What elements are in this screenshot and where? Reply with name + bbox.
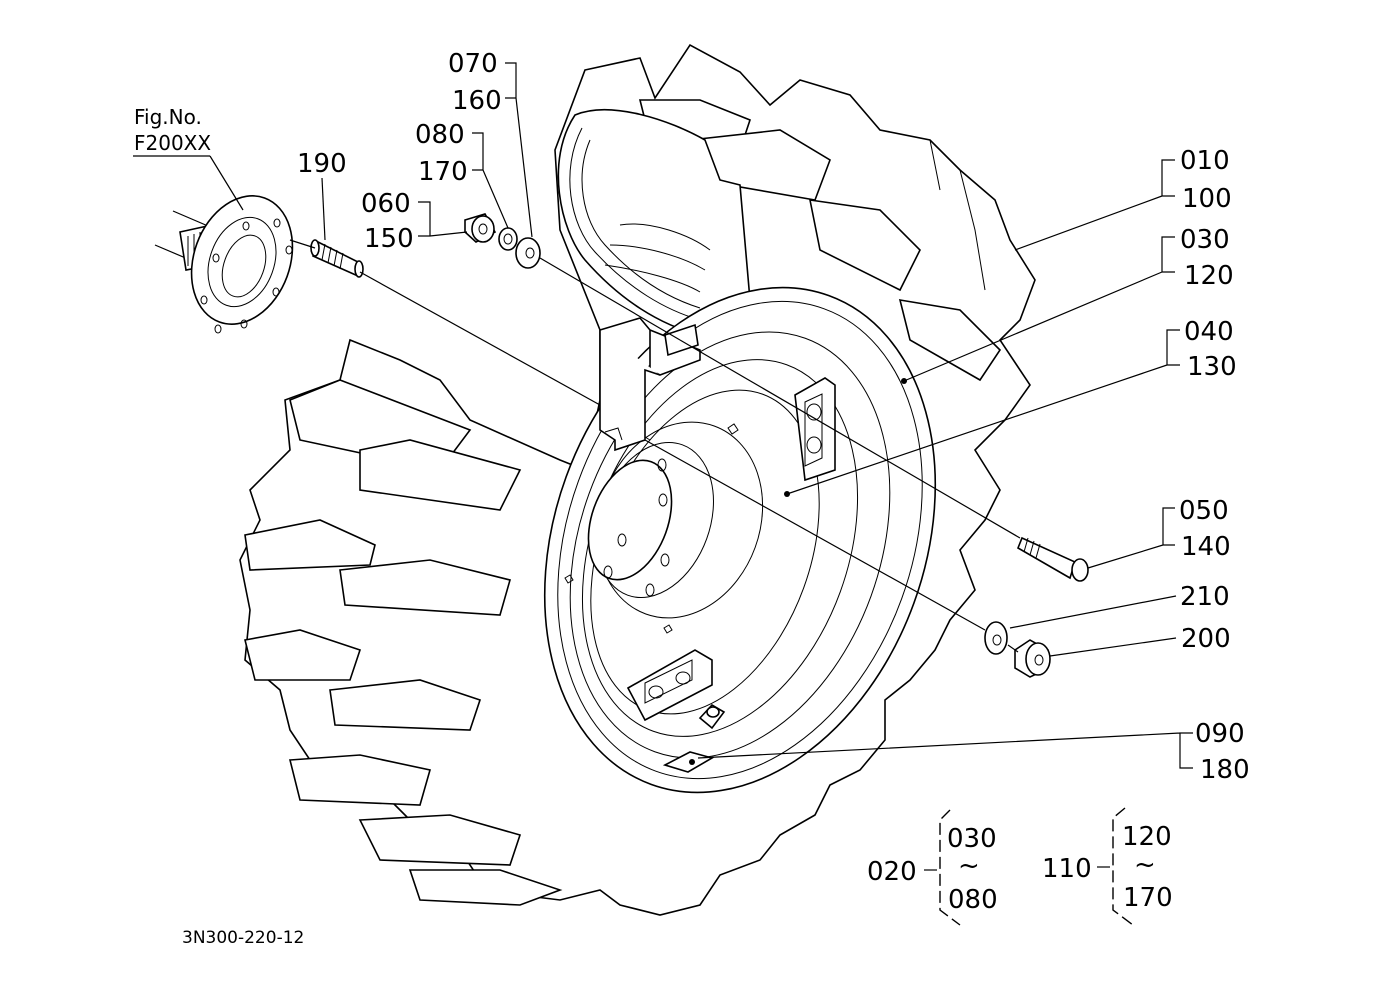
callout-190[interactable]: 190: [297, 149, 347, 179]
tread-lug: [244, 629, 362, 681]
plain-washer: [515, 237, 541, 269]
rim-clamp-bracket: [599, 317, 701, 452]
spring-washer: [498, 227, 518, 251]
callout-130[interactable]: 130: [1187, 352, 1237, 382]
callout-160[interactable]: 160: [452, 86, 502, 116]
callout-170[interactable]: 170: [418, 157, 468, 187]
hex-nut-small: [464, 213, 497, 243]
callout-080[interactable]: 080: [415, 120, 465, 150]
part-callouts: 190 070 160 080 170 060 150 010 100 030 …: [297, 49, 1250, 785]
callout-060[interactable]: 060: [361, 189, 411, 219]
callout-180[interactable]: 180: [1200, 755, 1250, 785]
callout-200[interactable]: 200: [1181, 624, 1231, 654]
assembly-group-020: 020 030 ~ 080: [867, 809, 998, 926]
assembly-group-110: 110 120 ~ 170: [1042, 807, 1173, 926]
assembly-id[interactable]: 020: [867, 857, 917, 887]
tread-lug: [408, 869, 563, 906]
assembly-range-separator: ~: [958, 851, 980, 881]
assembly-range-from[interactable]: 030: [947, 824, 997, 854]
hub-flange-bolt-holes: [200, 218, 293, 334]
assembly-range-to[interactable]: 080: [948, 885, 998, 915]
drawing-code: 3N300-220-12: [182, 928, 304, 948]
callout-030[interactable]: 030: [1180, 225, 1230, 255]
callout-140[interactable]: 140: [1181, 532, 1231, 562]
callout-090[interactable]: 090: [1195, 719, 1245, 749]
explosion-lines: [289, 239, 1021, 653]
fig-no-label: Fig.No.: [134, 105, 202, 129]
callout-210[interactable]: 210: [1180, 582, 1230, 612]
rim-bolt: [1016, 536, 1089, 582]
assembly-range-to[interactable]: 170: [1123, 883, 1173, 913]
axle-hub-flange: [154, 195, 294, 334]
tread-lug: [359, 439, 522, 511]
tread-lug: [808, 199, 921, 292]
fig-no-value[interactable]: F200XX: [134, 131, 211, 155]
tread-lug: [244, 519, 376, 571]
tread-lug: [329, 679, 482, 731]
callout-070[interactable]: 070: [448, 49, 498, 79]
assembly-range-from[interactable]: 120: [1122, 822, 1172, 852]
rim-washer: [984, 621, 1008, 655]
figure-reference: Fig.No. F200XX: [134, 105, 211, 155]
leader-lines: [133, 62, 1193, 769]
callout-040[interactable]: 040: [1184, 317, 1234, 347]
tread-lug: [339, 559, 511, 616]
assembly-id[interactable]: 110: [1042, 854, 1092, 884]
callout-010[interactable]: 010: [1180, 146, 1230, 176]
wheel-stud: [310, 239, 364, 278]
rim-nut: [1014, 639, 1051, 678]
tread-lug: [288, 754, 432, 806]
rim-clamp-plate-upper: [794, 377, 836, 482]
callout-120[interactable]: 120: [1184, 261, 1234, 291]
assembly-range-separator: ~: [1134, 850, 1156, 880]
rim-clamp-plate-lower: [626, 649, 713, 722]
rim-bolt-holes: [603, 458, 670, 597]
hub-flange-disc: [190, 195, 294, 325]
callout-150[interactable]: 150: [364, 224, 414, 254]
tread-lug: [898, 299, 1002, 382]
tire-valve: [662, 703, 726, 773]
tread-lug: [358, 814, 522, 866]
callout-100[interactable]: 100: [1182, 184, 1232, 214]
callout-050[interactable]: 050: [1179, 496, 1229, 526]
